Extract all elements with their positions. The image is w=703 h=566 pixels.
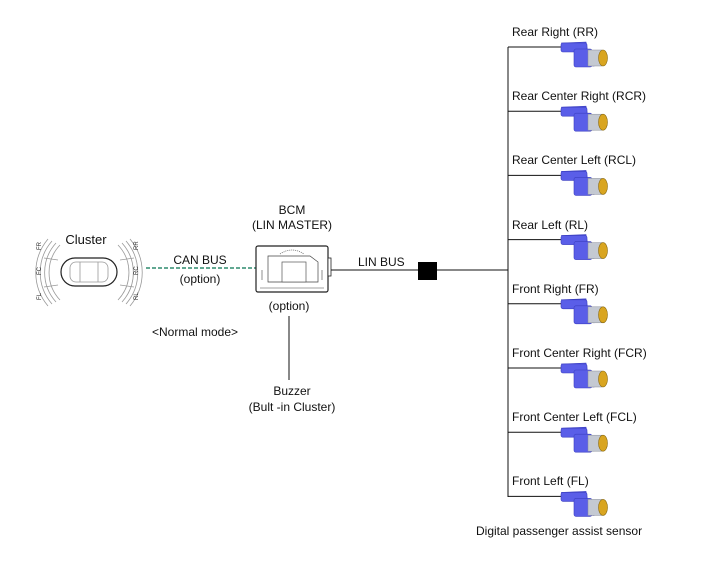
sensor-label: Front Center Left (FCL) bbox=[512, 410, 637, 425]
parking-sensor-icon bbox=[560, 426, 608, 453]
bcm-note: (option) bbox=[268, 299, 310, 313]
sensor-label: Rear Center Left (RCL) bbox=[512, 153, 637, 168]
can-bus-label: CAN BUS bbox=[173, 253, 227, 267]
sensor-label: Front Right (FR) bbox=[512, 281, 599, 296]
parking-sensor-icon bbox=[560, 491, 608, 517]
sensor-label: Rear Right (RR) bbox=[512, 25, 599, 39]
cluster-icon bbox=[35, 238, 143, 307]
parking-sensor-icon bbox=[560, 298, 608, 325]
parking-sensor-icon bbox=[560, 105, 608, 132]
sensor-branch bbox=[508, 298, 608, 325]
sensor-branch bbox=[508, 362, 608, 389]
parking-sensor-icon bbox=[560, 41, 608, 68]
parking-sensor-icon bbox=[560, 234, 608, 260]
parking-sensor-icon bbox=[560, 170, 608, 196]
buzzer-title: Buzzer bbox=[273, 384, 311, 398]
sensor-branch bbox=[508, 170, 608, 196]
sensor-label: Rear Left (RL) bbox=[512, 217, 589, 232]
bcm-module-icon bbox=[255, 245, 332, 293]
sensor-branch bbox=[508, 491, 608, 517]
mode-label: <Normal mode> bbox=[152, 325, 239, 339]
bcm-subtitle: (LIN MASTER) bbox=[251, 218, 333, 232]
footer-caption: Digital passenger assist sensor bbox=[476, 524, 643, 538]
lin-bus-label: LIN BUS bbox=[358, 255, 405, 269]
cluster-title: Cluster bbox=[65, 232, 107, 247]
sensor-branch bbox=[508, 234, 608, 260]
lin-junction-block bbox=[418, 262, 437, 280]
sensor-branch bbox=[508, 426, 608, 453]
can-bus-note: (option) bbox=[179, 272, 221, 286]
sensor-branch bbox=[508, 41, 608, 68]
sensor-label: Front Left (FL) bbox=[512, 474, 589, 489]
bcm-title: BCM bbox=[278, 203, 306, 217]
sensor-branch bbox=[508, 105, 608, 132]
parking-sensor-icon bbox=[560, 362, 608, 389]
buzzer-subtitle: (Bult -in Cluster) bbox=[248, 400, 336, 414]
sensor-label: Front Center Right (FCR) bbox=[512, 346, 647, 360]
sensor-label: Rear Center Right (RCR) bbox=[512, 89, 647, 104]
